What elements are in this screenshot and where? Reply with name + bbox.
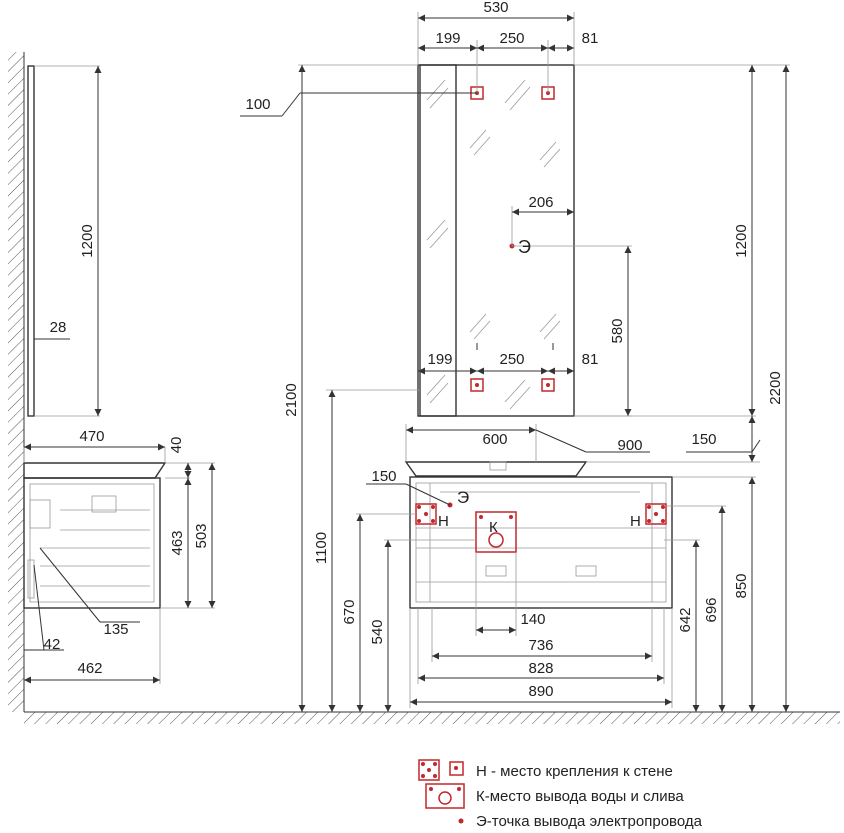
dim-height-642: 642: [677, 607, 694, 632]
dim-side-135: 135: [103, 621, 128, 638]
socket-marker-cabinet: Э: [457, 488, 469, 507]
dim-socket-offset-206: 206: [528, 194, 553, 211]
dim-height-850: 850: [733, 573, 750, 598]
dim-side-462: 462: [77, 660, 102, 677]
legend-mount-text: Н - место крепления к стене: [476, 763, 673, 780]
dim-total-2200: 2200: [767, 371, 784, 404]
dim-height-1100: 1100: [313, 532, 330, 564]
dim-socket-height-580: 580: [609, 318, 626, 343]
dim-cabinet-depth-470: 470: [79, 428, 104, 445]
cabinet-mount-points: [415, 503, 667, 525]
dim-mirror-height-right: 1200: [733, 224, 750, 257]
dim-mirror-width: 530: [483, 0, 508, 16]
floor: [24, 711, 840, 724]
mirror-dimension-lines: [240, 12, 790, 712]
dim-total-2100: 2100: [283, 383, 300, 416]
dim-mirror-top-250: 250: [499, 30, 524, 47]
dim-cabinet-height-463: 463: [169, 530, 186, 555]
legend-mount-icon: [418, 759, 464, 781]
legend-water-icon: [425, 783, 465, 809]
dim-offset-150-left: 150: [371, 468, 396, 485]
dim-mirror-top-199: 199: [435, 30, 460, 47]
dim-mirror-height-side: 1200: [79, 224, 96, 257]
dim-side-42: 42: [44, 636, 61, 653]
dim-mount-offset-100: 100: [245, 96, 270, 113]
dim-height-696: 696: [703, 597, 720, 622]
cabinet-dimension-lines: [326, 389, 761, 712]
dim-width-736: 736: [528, 637, 553, 654]
legend-socket-icon: [458, 818, 464, 824]
dim-offset-150-right: 150: [691, 431, 716, 448]
dim-mirror-bottom-81: 81: [582, 351, 599, 368]
dim-mirror-top-81: 81: [582, 30, 599, 47]
mount-marker-right: Н: [630, 513, 641, 530]
dim-top-thickness-40: 40: [168, 437, 185, 454]
side-cabinet: [23, 462, 167, 609]
dim-height-670: 670: [341, 599, 358, 624]
socket-marker-mirror: Э: [518, 237, 531, 257]
side-mirror: [27, 65, 102, 417]
dim-width-890: 890: [528, 683, 553, 700]
wall: [8, 52, 25, 712]
dim-mirror-depth-28: 28: [50, 319, 67, 336]
dim-mirror-bottom-199: 199: [427, 351, 452, 368]
dimension-labels: 530 199 250 81 100 206 199 250 81 580 12…: [44, 0, 784, 700]
marker-labels: Э Э Н Н К: [438, 237, 641, 536]
dim-mirror-bottom-250: 250: [499, 351, 524, 368]
legend-water-text: К-место вывода воды и слива: [476, 788, 684, 805]
front-cabinet: [404, 461, 673, 609]
front-mirror: [417, 64, 575, 417]
dim-cabinet-height-503: 503: [193, 523, 210, 548]
side-dimension-lines: [23, 443, 216, 684]
legend: Н - место крепления к стене К-место выво…: [418, 759, 703, 830]
water-outlet: [475, 511, 517, 553]
water-marker: К: [489, 519, 498, 536]
dim-width-140: 140: [520, 611, 545, 628]
dim-height-540: 540: [369, 619, 386, 644]
mount-marker-left: Н: [438, 513, 449, 530]
dim-width-828: 828: [528, 660, 553, 677]
legend-socket-text: Э-точка вывода электропровода: [476, 813, 703, 830]
dim-basin-600: 600: [482, 431, 507, 448]
dim-basin-900: 900: [617, 437, 642, 454]
